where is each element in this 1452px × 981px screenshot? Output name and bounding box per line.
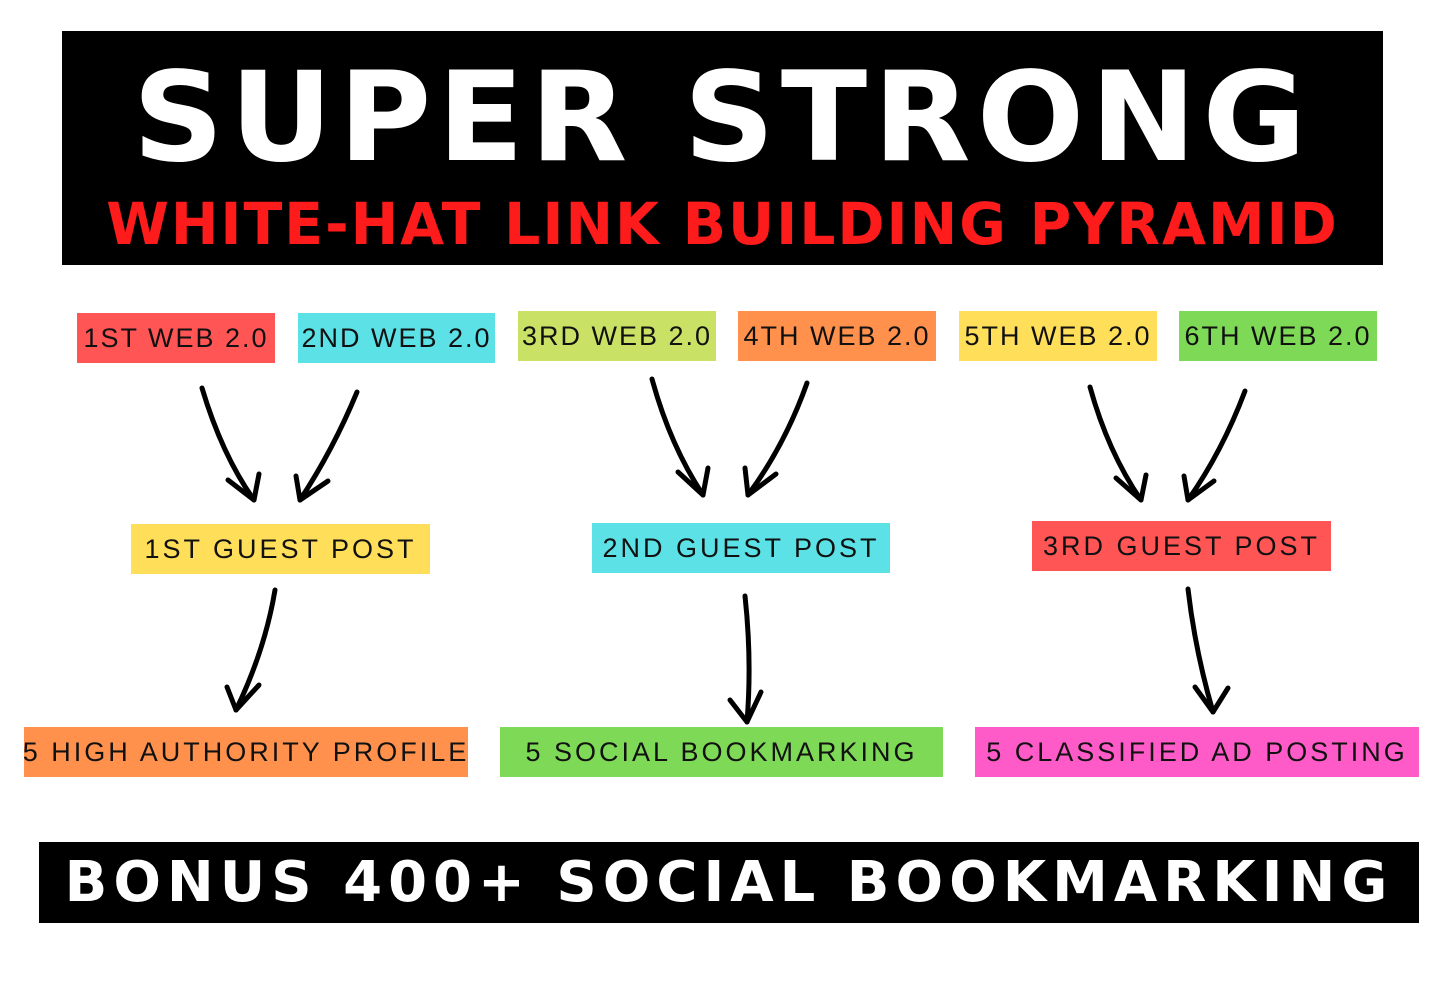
tier3-label: 5 SOCIAL BOOKMARKING (525, 736, 918, 767)
web20-box-3: 3RD WEB 2.0 (518, 311, 716, 361)
tier3-label: 5 CLASSIFIED AD POSTING (986, 736, 1408, 767)
page-subtitle: WHITE-HAT LINK BUILDING PYRAMID (106, 190, 1339, 258)
guest-post-box-1: 1ST GUEST POST (131, 524, 430, 574)
arrow-down-icon (727, 593, 764, 725)
web20-label: 1ST WEB 2.0 (83, 322, 269, 353)
arrow-down-left-icon (742, 380, 810, 498)
guest-post-label: 3RD GUEST POST (1042, 530, 1321, 561)
arrow-down-right-icon (649, 376, 711, 498)
arrow-down-icon (224, 587, 278, 713)
arrow-down-right-icon (199, 385, 262, 503)
web20-box-4: 4TH WEB 2.0 (738, 311, 936, 361)
high-authority-profile-box: 5 HIGH AUTHORITY PROFILE (22, 727, 470, 777)
tier3-label: 5 HIGH AUTHORITY PROFILE (22, 736, 470, 767)
bonus-banner: BONUS 400+ SOCIAL BOOKMARKING (39, 842, 1419, 923)
social-bookmarking-box: 5 SOCIAL BOOKMARKING (500, 727, 943, 777)
arrow-down-icon (1185, 586, 1231, 715)
web20-label: 4TH WEB 2.0 (743, 320, 931, 351)
web20-label: 5TH WEB 2.0 (964, 320, 1152, 351)
web20-box-1: 1ST WEB 2.0 (77, 313, 275, 363)
classified-ad-posting-box: 5 CLASSIFIED AD POSTING (975, 727, 1419, 777)
web20-label: 3RD WEB 2.0 (521, 320, 713, 351)
bonus-text: BONUS 400+ SOCIAL BOOKMARKING (64, 850, 1394, 915)
web20-box-6: 6TH WEB 2.0 (1179, 311, 1377, 361)
web20-box-5: 5TH WEB 2.0 (959, 311, 1157, 361)
page-title: SUPER STRONG (132, 46, 1313, 190)
arrow-down-left-icon (293, 389, 360, 503)
arrow-down-right-icon (1087, 384, 1149, 503)
web20-label: 2ND WEB 2.0 (301, 322, 492, 353)
arrow-down-left-icon (1181, 388, 1248, 503)
web20-label: 6TH WEB 2.0 (1184, 320, 1372, 351)
guest-post-box-2: 2ND GUEST POST (592, 523, 890, 573)
guest-post-label: 1ST GUEST POST (144, 533, 417, 564)
web20-box-2: 2ND WEB 2.0 (298, 313, 495, 363)
guest-post-label: 2ND GUEST POST (602, 532, 880, 563)
guest-post-box-3: 3RD GUEST POST (1032, 521, 1331, 571)
title-banner: SUPER STRONG WHITE-HAT LINK BUILDING PYR… (62, 31, 1383, 265)
